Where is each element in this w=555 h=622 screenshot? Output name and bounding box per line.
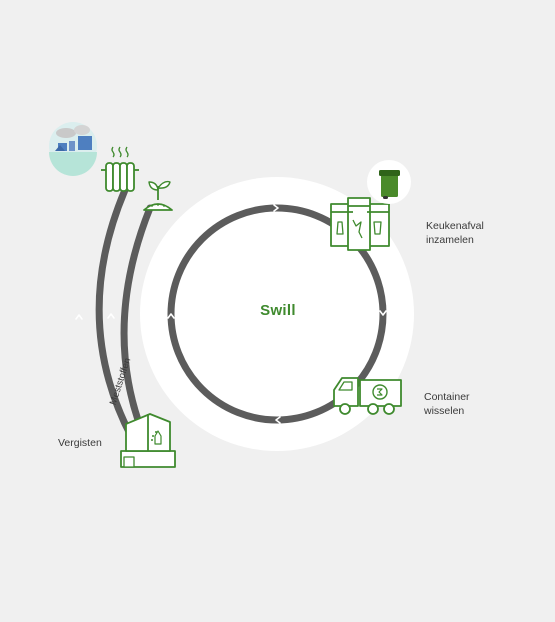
city-energy-icon xyxy=(49,122,97,176)
digester-icon xyxy=(120,413,176,468)
heat-radiator-icon xyxy=(101,146,139,192)
step-label-collect: Keukenafval inzamelen xyxy=(426,220,484,246)
outer-arc xyxy=(95,186,136,442)
green-bin-icon xyxy=(367,160,411,204)
cycle-title: Swill xyxy=(260,302,296,319)
ring-flow-markers xyxy=(167,204,387,424)
kitchen-waste-containers-icon xyxy=(330,197,390,251)
container-truck-icon xyxy=(333,377,402,415)
inner-arc xyxy=(120,204,154,424)
step-label-swap: Container wisselen xyxy=(424,391,470,417)
plant-fertilizer-icon xyxy=(143,180,173,211)
step-label-digest: Vergisten xyxy=(58,437,102,449)
arc-flow-markers xyxy=(75,313,115,320)
